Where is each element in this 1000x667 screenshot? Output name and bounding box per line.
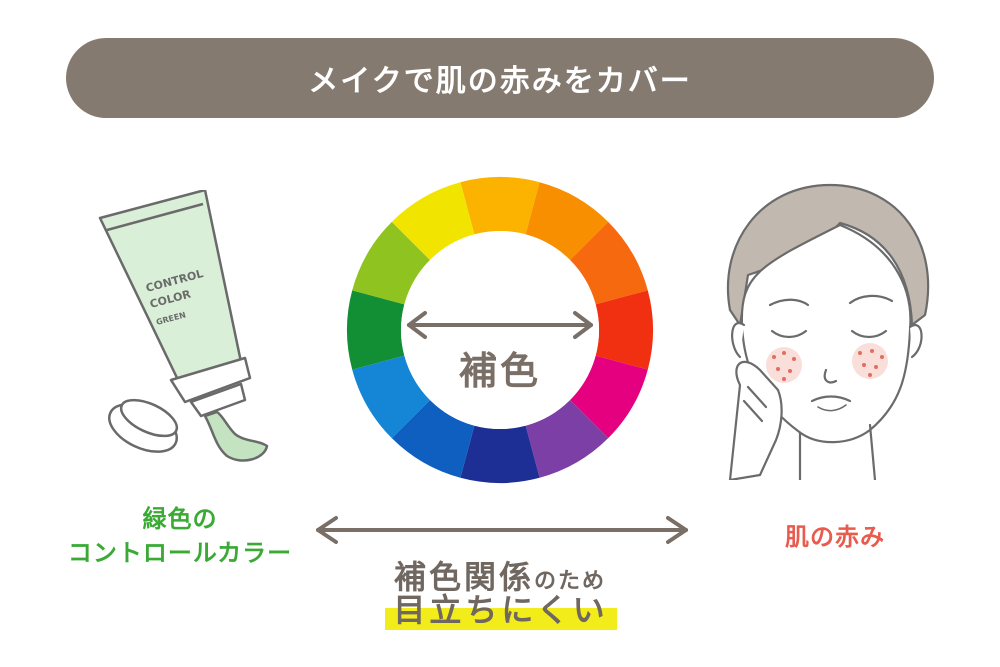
wheel-segment [595,290,653,370]
green-label-line1: 緑色の [142,505,218,533]
banner-title: メイクで肌の赤みをカバー [308,64,692,99]
inconspicuous-note: 目立ちにくい [385,588,617,632]
double-arrow-icon [407,311,593,339]
skin-redness-label: 肌の赤み [785,523,885,551]
relation-main: 補色関係 [393,558,534,596]
redness-dots [772,349,884,381]
inconspicuous-text: 目立ちにくい [393,591,609,629]
control-color-tube: CONTROL COLOR GREEN [98,190,269,462]
face [740,223,912,444]
wheel-segment [570,355,648,439]
wheel-segments [347,177,653,483]
green-control-color-label: 緑色の コントロールカラー [55,502,305,570]
relation-suffix: のため [534,569,607,594]
tube-neck [169,356,252,404]
wheel-segment [460,425,540,483]
title-banner: メイクで肌の赤みをカバー [66,38,934,118]
green-cream [203,410,269,462]
wheel-segment [525,400,609,478]
yellow-highlight [385,608,617,630]
complementary-relation-text: 補色関係のため [350,552,650,598]
color-wheel [347,177,653,483]
wheel-segment [352,355,430,439]
wheel-segment [352,221,430,305]
wheel-segment [347,290,405,370]
hand [728,360,783,480]
wheel-segment [391,182,475,260]
wheel-segment [460,177,540,235]
wheel-segment [525,182,609,260]
complementary-label: 補色 [458,349,541,393]
wheel-center [401,231,599,429]
green-label-line2: コントロールカラー [67,539,293,567]
wheel-segment [570,221,648,305]
wheel-segment [391,400,475,478]
bottom-double-arrow-icon [316,516,688,544]
woman-face-illustration [726,183,930,480]
